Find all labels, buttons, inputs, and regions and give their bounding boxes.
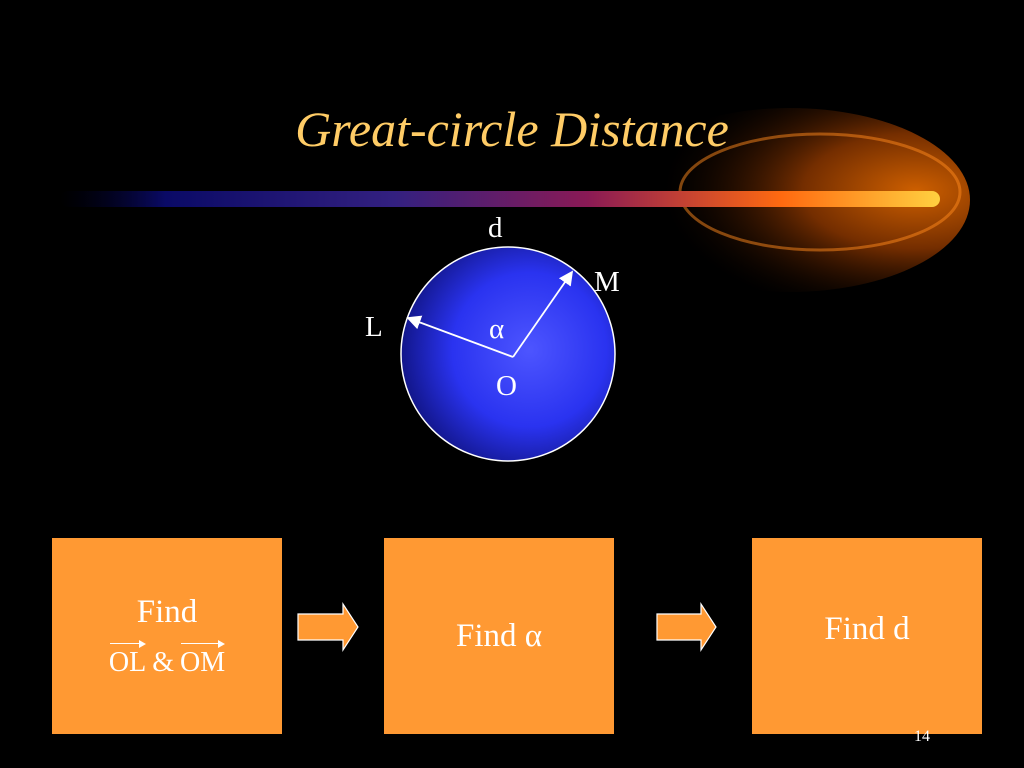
vector-joiner: & <box>152 646 174 678</box>
step-box-find-alpha: Find α <box>384 538 614 734</box>
vector-ol: OL <box>109 639 147 679</box>
slide-title: Great-circle Distance <box>295 101 729 157</box>
flow-arrow-2 <box>656 601 717 653</box>
step-1-vectors: OL & OM <box>109 639 226 679</box>
radius-om <box>512 270 574 358</box>
color-streak <box>60 191 940 207</box>
step-box-find-vectors: Find OL & OM <box>52 538 282 734</box>
label-d: d <box>488 212 503 244</box>
label-o: O <box>496 370 517 402</box>
step-2-text: Find α <box>455 617 543 654</box>
slide-number: 14 <box>914 728 930 745</box>
sphere <box>400 246 616 462</box>
label-alpha: α <box>489 313 505 345</box>
vector-om: OM <box>180 639 226 679</box>
label-l: L <box>365 311 383 343</box>
label-m: M <box>594 266 620 298</box>
radius-ol <box>406 315 514 358</box>
step-1-text: Find <box>136 593 198 630</box>
step-box-find-d: Find d <box>752 538 982 734</box>
flow-arrow-1 <box>297 601 359 653</box>
step-3-text: Find d <box>824 610 910 647</box>
